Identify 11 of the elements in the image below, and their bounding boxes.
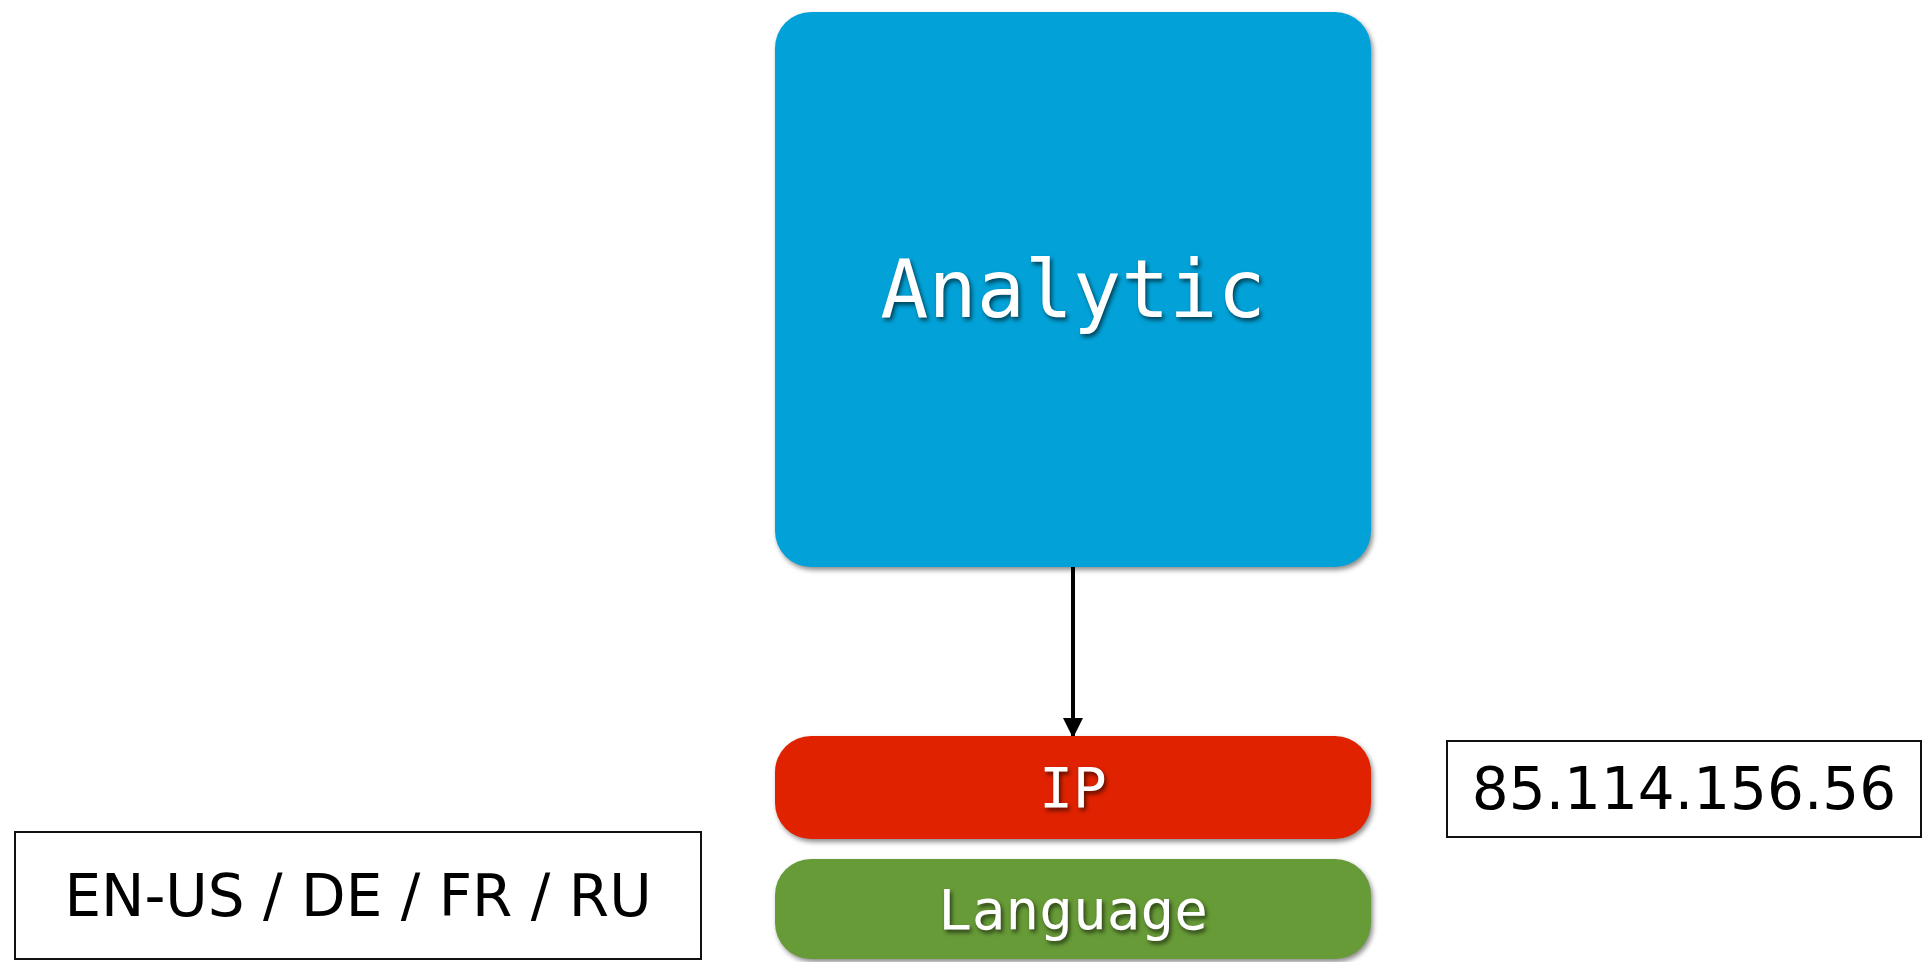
value-box (14, 831, 702, 960)
node-label: 85.114.156.56 (1471, 755, 1897, 823)
node-label: Language (938, 876, 1208, 942)
process-box (775, 859, 1371, 959)
arrow (1063, 567, 1083, 738)
process-box (775, 736, 1371, 839)
process-box (775, 12, 1371, 567)
node-label: Analytic (880, 243, 1266, 336)
node-label: EN-US / DE / FR / RU (64, 861, 652, 930)
node-label: IP (1039, 755, 1107, 820)
value-box (1446, 740, 1922, 838)
